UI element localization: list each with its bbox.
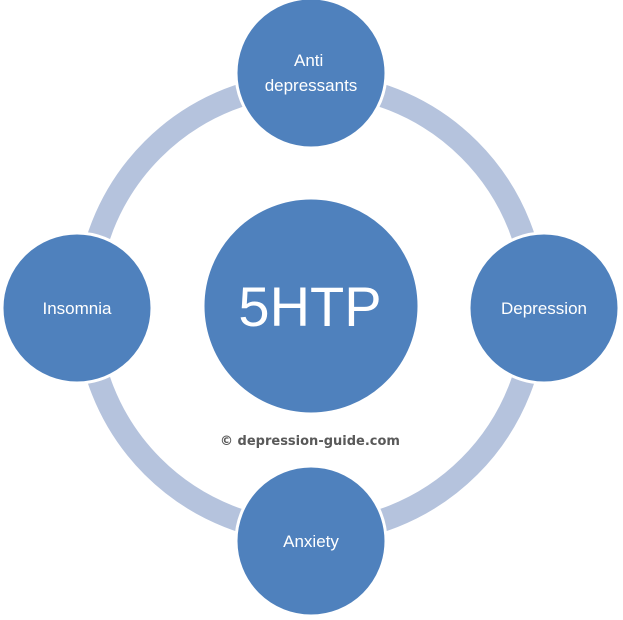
node-anti-depressants-circle — [234, 0, 388, 150]
center-circle — [201, 196, 421, 416]
node-insomnia-label: Insomnia — [43, 299, 113, 318]
node-anti-depressants-line1: Anti — [294, 51, 323, 70]
node-anti-depressants: Anti depressants — [234, 0, 388, 150]
node-insomnia: Insomnia — [0, 231, 154, 385]
node-depression-label: Depression — [501, 299, 587, 318]
watermark-text: © depression-guide.com — [220, 434, 400, 449]
node-anxiety-label: Anxiety — [283, 532, 339, 551]
node-insomnia-circle — [0, 231, 154, 385]
node-depression: Depression — [467, 231, 621, 385]
center-node: 5HTP — [201, 196, 421, 416]
node-anti-depressants-label: Anti depressants — [265, 51, 358, 95]
node-anxiety-circle — [234, 464, 388, 618]
node-anti-depressants-line2: depressants — [265, 76, 358, 95]
node-anxiety: Anxiety — [234, 464, 388, 618]
center-label: 5HTP — [238, 275, 381, 338]
node-depression-circle — [467, 231, 621, 385]
